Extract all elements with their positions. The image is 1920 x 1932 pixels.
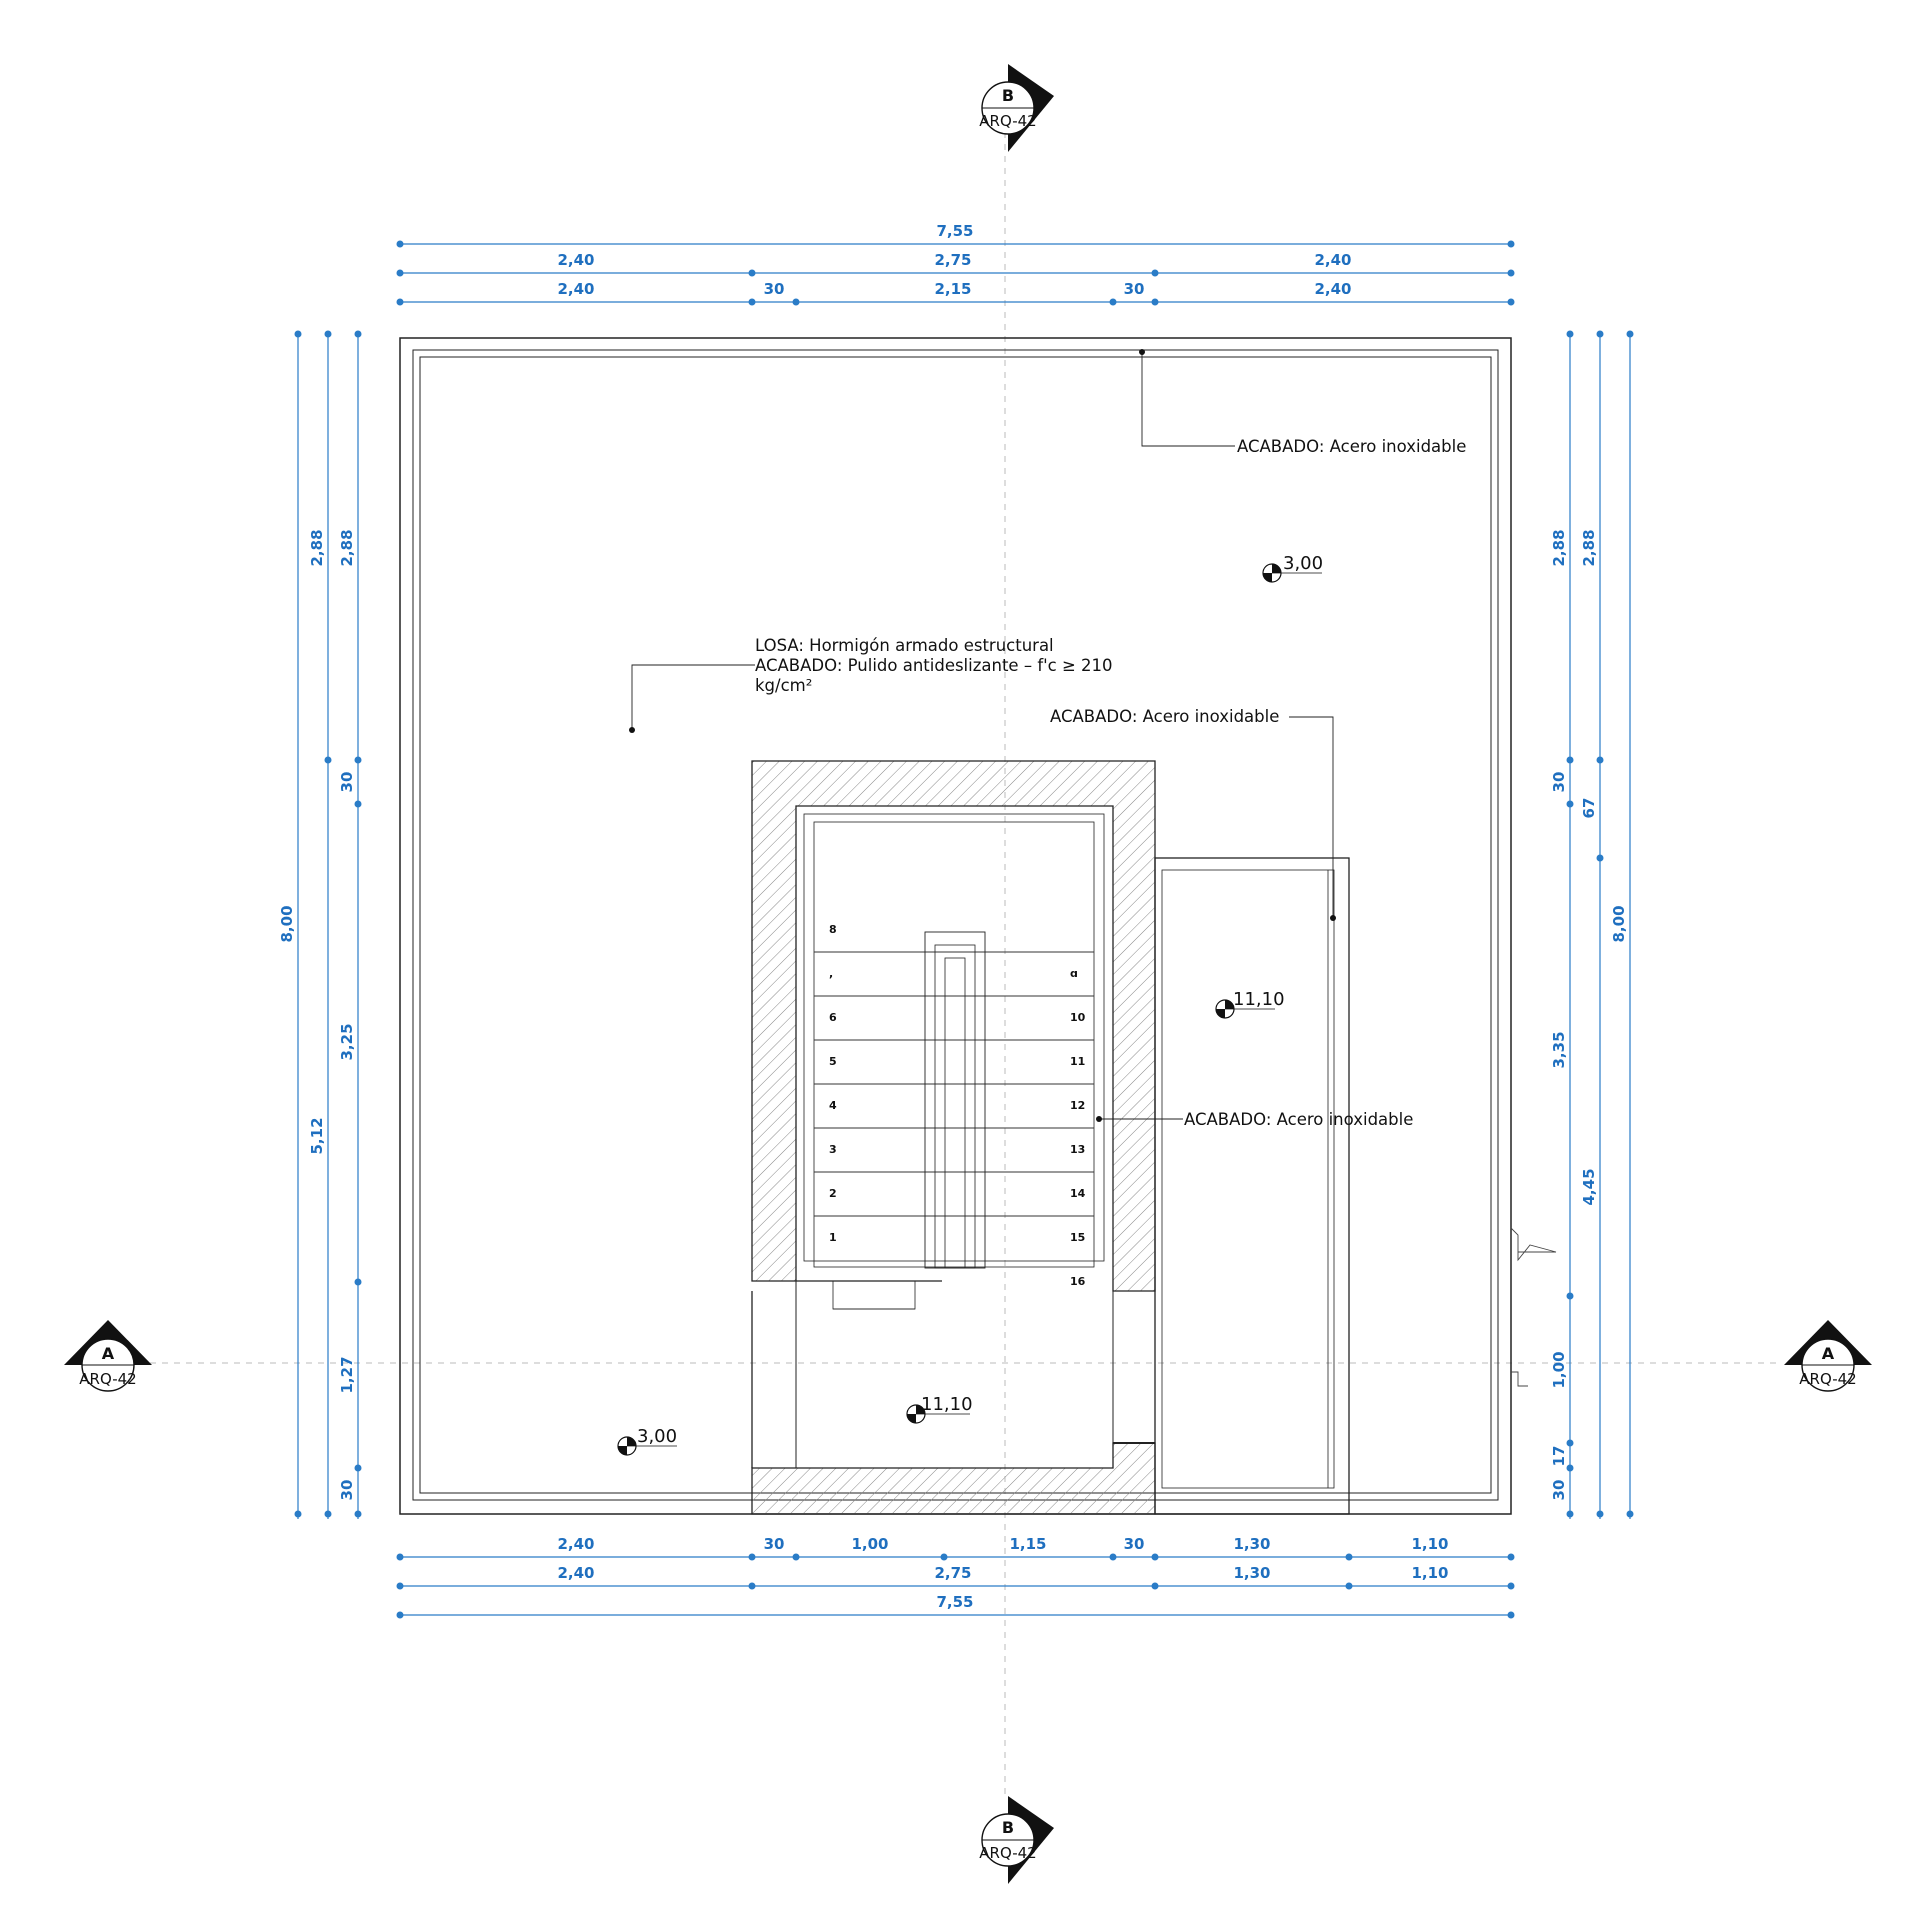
dimensions-top: 7,55 2,40 2,75 2,40 2,40 30 2,15 30 2,40 <box>396 222 1515 306</box>
svg-text:30: 30 <box>764 1535 785 1553</box>
svg-text:1,15: 1,15 <box>1009 1535 1046 1553</box>
svg-text:ARQ-42: ARQ-42 <box>79 1370 136 1388</box>
svg-text:1,30: 1,30 <box>1233 1535 1270 1553</box>
section-marker-b-bottom: B ARQ-42 <box>979 1796 1054 1884</box>
svg-text:11,10: 11,10 <box>921 1394 973 1415</box>
svg-text:1,10: 1,10 <box>1411 1535 1448 1553</box>
slab-outline <box>399 337 1512 1515</box>
section-marker-b-top: B ARQ-42 <box>979 64 1054 152</box>
step-label: ɑ <box>1070 967 1078 980</box>
svg-text:2,40: 2,40 <box>557 1564 594 1582</box>
svg-text:2,88: 2,88 <box>1550 529 1568 566</box>
stair-core <box>751 760 1156 1515</box>
section-marker-a-left: A ARQ-42 <box>64 1320 152 1392</box>
svg-text:1,10: 1,10 <box>1411 1564 1448 1582</box>
svg-text:30: 30 <box>1550 772 1568 793</box>
svg-text:7,55: 7,55 <box>936 222 973 240</box>
svg-text:1,00: 1,00 <box>851 1535 888 1553</box>
svg-text:8,00: 8,00 <box>278 905 296 942</box>
svg-text:30: 30 <box>338 1480 356 1501</box>
step-label: 5 <box>829 1055 837 1068</box>
svg-text:7,55: 7,55 <box>936 1593 973 1611</box>
svg-text:4,45: 4,45 <box>1580 1168 1598 1205</box>
svg-text:ARQ-42: ARQ-42 <box>979 112 1036 130</box>
svg-text:1,27: 1,27 <box>338 1356 356 1393</box>
svg-text:30: 30 <box>338 772 356 793</box>
svg-text:A: A <box>1822 1344 1835 1363</box>
svg-text:B: B <box>1002 1818 1014 1837</box>
right-room <box>1154 857 1350 1515</box>
svg-text:ARQ-42: ARQ-42 <box>979 1844 1036 1862</box>
svg-text:30: 30 <box>1550 1480 1568 1501</box>
svg-text:A: A <box>102 1344 115 1363</box>
step-label: 16 <box>1070 1275 1086 1288</box>
step-label: 1 <box>829 1231 837 1244</box>
step-label: 15 <box>1070 1231 1085 1244</box>
stair-step-numbers: 8 , 6 5 4 3 2 1 ɑ 10 11 12 13 14 15 16 <box>829 923 1086 1288</box>
svg-text:3,00: 3,00 <box>637 1426 677 1447</box>
note-losa-1: LOSA: Hormigón armado estructural <box>755 636 1054 655</box>
level-markers: 3,00 11,10 11,10 3,00 <box>617 553 1323 1456</box>
note-acabado-mid: ACABADO: Acero inoxidable <box>1050 707 1279 726</box>
svg-text:30: 30 <box>1124 280 1145 298</box>
svg-text:B: B <box>1002 86 1014 105</box>
dimensions-right: 2,88 30 3,35 1,00 17 30 2,88 67 4,45 8,0… <box>1550 330 1634 1519</box>
step-label: 4 <box>829 1099 837 1112</box>
edge-fixtures <box>1510 1227 1557 1387</box>
svg-text:2,88: 2,88 <box>1580 529 1598 566</box>
step-label: 13 <box>1070 1143 1085 1156</box>
step-label: 3 <box>829 1143 837 1156</box>
level-mark-center: 11,10 <box>906 1394 973 1424</box>
section-marker-a-right: A ARQ-42 <box>1784 1320 1872 1392</box>
svg-text:2,40: 2,40 <box>557 280 594 298</box>
step-label: 10 <box>1070 1011 1086 1024</box>
svg-text:67: 67 <box>1580 798 1598 819</box>
svg-text:17: 17 <box>1550 1446 1568 1467</box>
svg-text:2,40: 2,40 <box>557 1535 594 1553</box>
svg-text:1,00: 1,00 <box>1550 1351 1568 1388</box>
svg-text:3,00: 3,00 <box>1283 553 1323 574</box>
svg-text:5,12: 5,12 <box>308 1117 326 1154</box>
svg-text:30: 30 <box>764 280 785 298</box>
svg-text:2,88: 2,88 <box>338 529 356 566</box>
note-losa-3: kg/cm² <box>755 676 812 695</box>
svg-text:2,75: 2,75 <box>934 251 971 269</box>
svg-text:ARQ-42: ARQ-42 <box>1799 1370 1856 1388</box>
svg-text:8,00: 8,00 <box>1610 905 1628 942</box>
step-label: , <box>829 967 833 980</box>
note-losa-2: ACABADO: Pulido antideslizante – f'c ≥ 2… <box>755 656 1113 675</box>
step-label: 14 <box>1070 1187 1086 1200</box>
svg-text:2,88: 2,88 <box>308 529 326 566</box>
dimensions-left: 8,00 2,88 5,12 2,88 30 3,25 1,27 30 <box>278 330 362 1519</box>
step-label: 12 <box>1070 1099 1085 1112</box>
svg-text:3,25: 3,25 <box>338 1023 356 1060</box>
svg-text:30: 30 <box>1124 1535 1145 1553</box>
axis-lines <box>150 120 1780 1800</box>
svg-text:2,40: 2,40 <box>1314 251 1351 269</box>
step-label: 6 <box>829 1011 837 1024</box>
step-label: 11 <box>1070 1055 1085 1068</box>
svg-text:2,40: 2,40 <box>557 251 594 269</box>
svg-text:2,75: 2,75 <box>934 1564 971 1582</box>
note-acabado-top: ACABADO: Acero inoxidable <box>1237 437 1466 456</box>
svg-text:1,30: 1,30 <box>1233 1564 1270 1582</box>
svg-text:3,35: 3,35 <box>1550 1031 1568 1068</box>
level-mark-right-room: 11,10 <box>1215 989 1285 1019</box>
svg-text:2,15: 2,15 <box>934 280 971 298</box>
level-mark-top-right: 3,00 <box>1262 553 1323 583</box>
step-label: 8 <box>829 923 837 936</box>
annotation-notes: ACABADO: Acero inoxidable LOSA: Hormigón… <box>629 349 1466 1129</box>
note-acabado-stair: ACABADO: Acero inoxidable <box>1184 1110 1413 1129</box>
svg-text:11,10: 11,10 <box>1233 989 1285 1010</box>
svg-text:2,40: 2,40 <box>1314 280 1351 298</box>
level-mark-bottom-left: 3,00 <box>617 1426 677 1456</box>
dimensions-bottom: 2,40 30 1,00 1,15 30 1,30 1,10 2,40 2,75… <box>396 1535 1515 1619</box>
step-label: 2 <box>829 1187 837 1200</box>
